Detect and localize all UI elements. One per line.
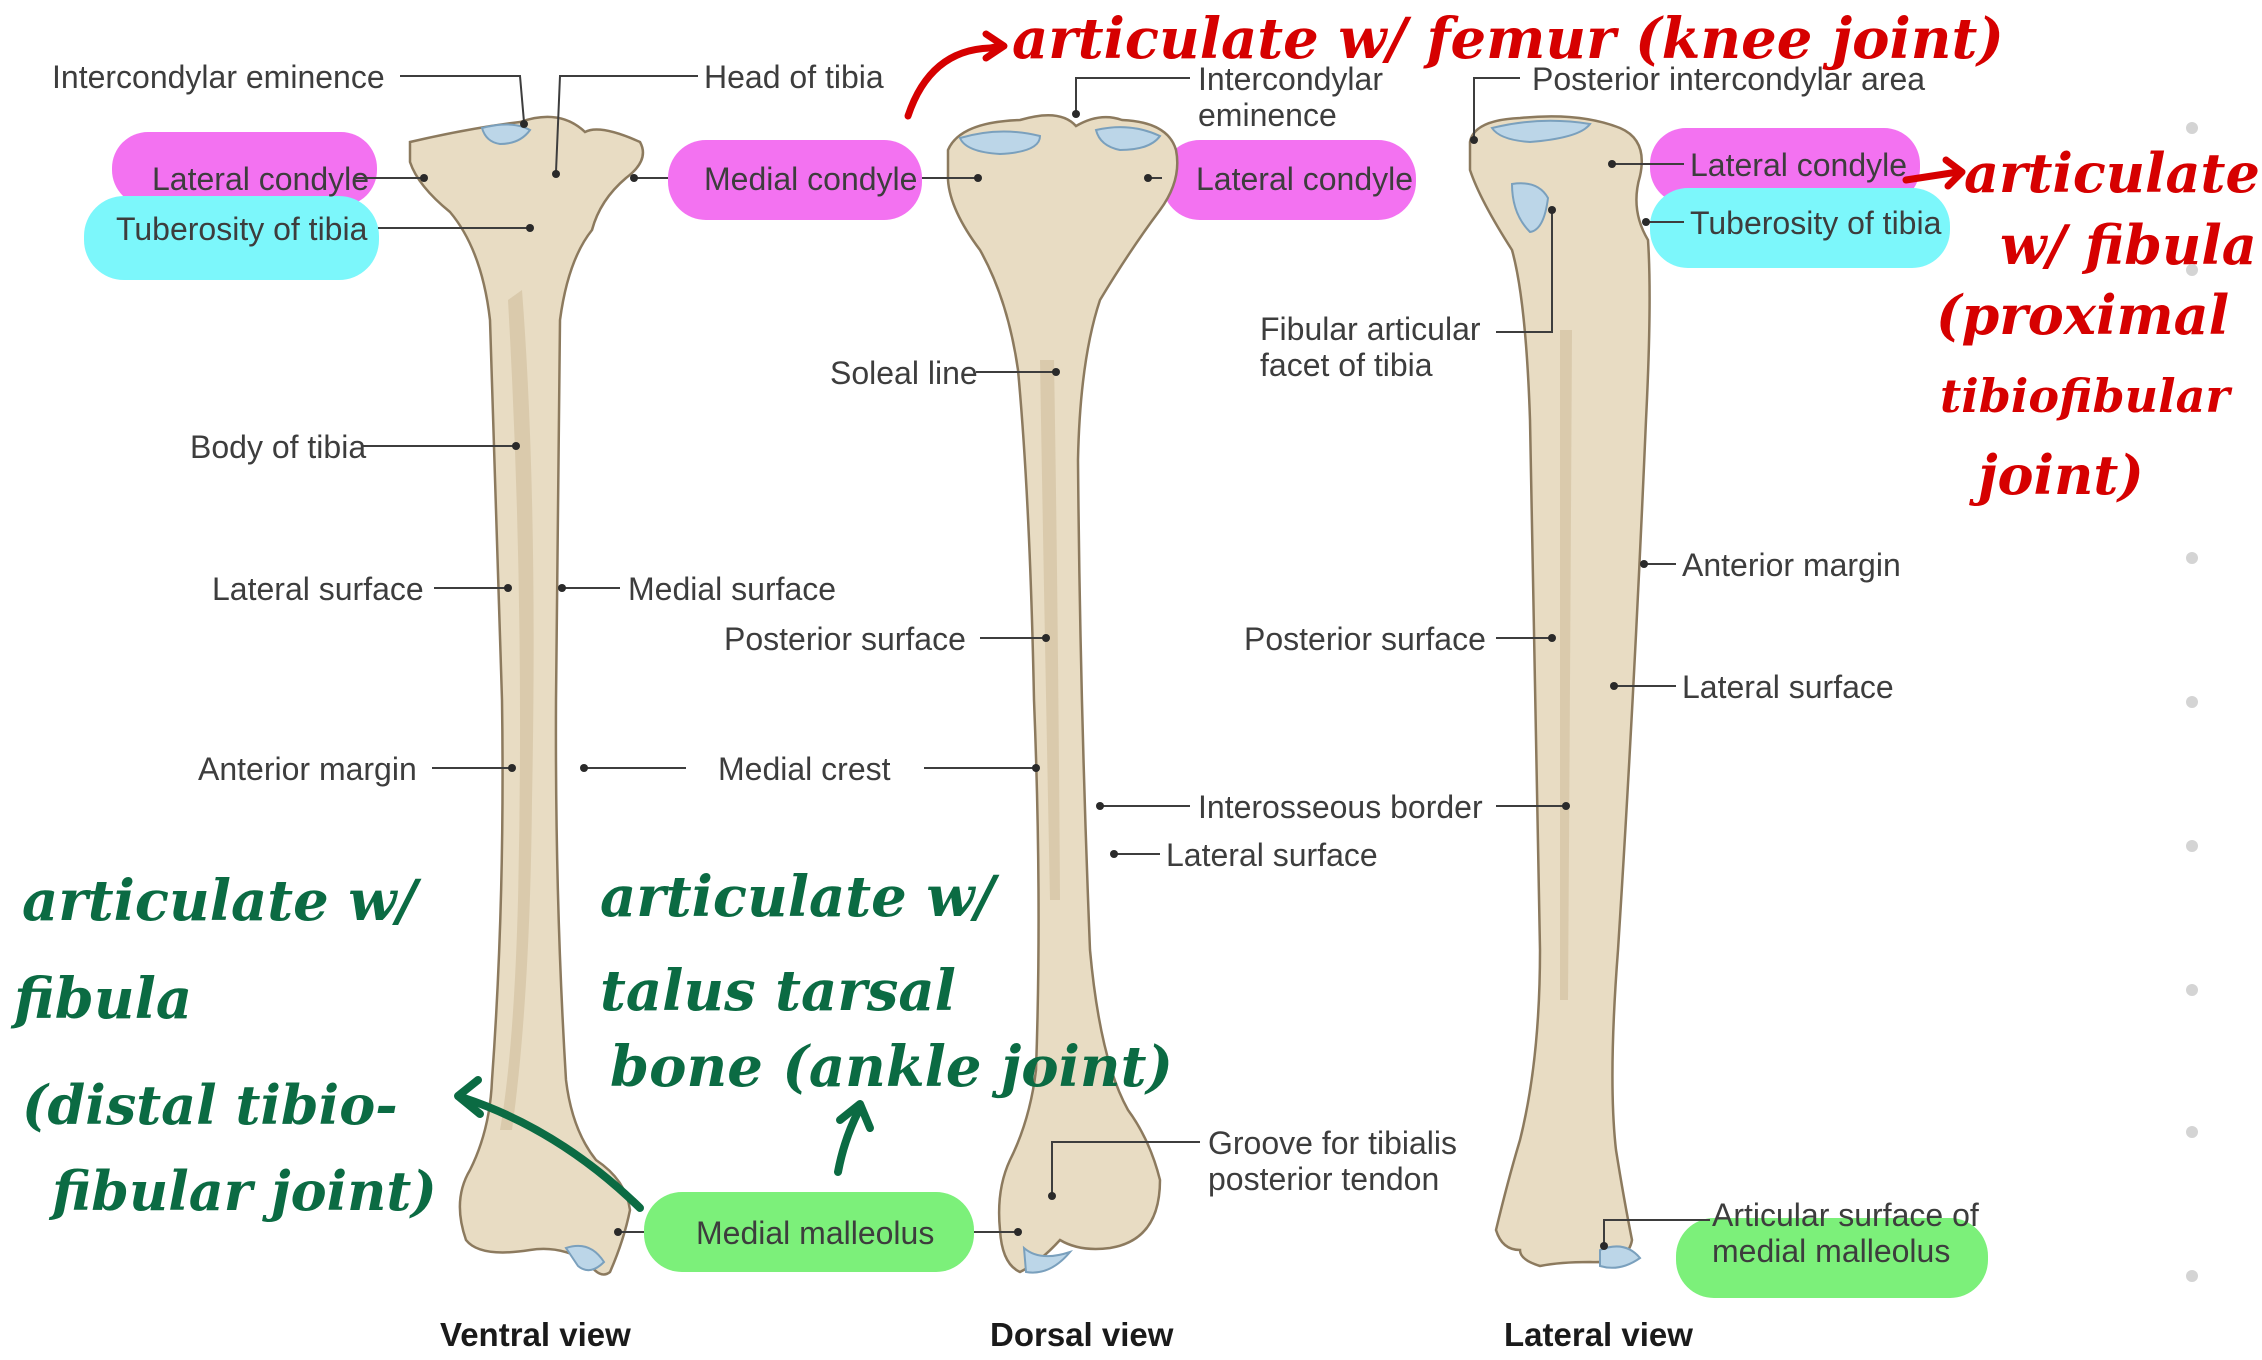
label-d-posterior-surface: Posterior surface bbox=[724, 621, 966, 657]
highlight-l-articular bbox=[1676, 1218, 1988, 1298]
highlight-d-lateral-condyle bbox=[1162, 140, 1416, 220]
label-l-lateral-condyle: Lateral condyle bbox=[1690, 147, 1907, 183]
green-annotations: articulate w/ fibula (distal tibio- fibu… bbox=[10, 864, 1173, 1223]
label-v-medial-malleolus: Medial malleolus bbox=[696, 1215, 934, 1251]
dorsal-labels: Intercondylar eminence Lateral condyle S… bbox=[724, 61, 1483, 1197]
red-note-right-1: articulate bbox=[1964, 141, 2260, 205]
label-l-posterior-intercondylar: Posterior intercondylar area bbox=[1532, 61, 1925, 97]
scroll-dot[interactable] bbox=[2186, 1126, 2198, 1138]
label-d-interosseous: Interosseous border bbox=[1198, 789, 1483, 825]
green-note-left-1: articulate w/ bbox=[22, 868, 422, 934]
scroll-dot[interactable] bbox=[2186, 840, 2198, 852]
label-v-intercondylar-eminence: Intercondylar eminence bbox=[52, 59, 385, 95]
scroll-dot[interactable] bbox=[2186, 552, 2198, 564]
highlight-v-tuberosity bbox=[84, 196, 379, 280]
green-note-left-4: fibular joint) bbox=[48, 1159, 437, 1223]
label-l-anterior-margin: Anterior margin bbox=[1682, 547, 1901, 583]
label-l-tuberosity: Tuberosity of tibia bbox=[1690, 205, 1942, 241]
green-note-left-2: fibula bbox=[10, 966, 192, 1032]
ventral-labels: Intercondylar eminence Lateral condyle T… bbox=[52, 59, 934, 1251]
label-v-anterior-margin: Anterior margin bbox=[198, 751, 417, 787]
green-note-left-3: (distal tibio- bbox=[22, 1073, 398, 1137]
red-note-right-2: w/ fibula bbox=[2000, 213, 2257, 277]
leader-lines bbox=[356, 75, 1710, 1250]
label-d-lateral-condyle: Lateral condyle bbox=[1196, 161, 1413, 197]
label-v-medial-crest: Medial crest bbox=[718, 751, 891, 787]
scroll-dot[interactable] bbox=[2186, 984, 2198, 996]
red-annotations: articulate w/ femur (knee joint) articul… bbox=[904, 6, 2260, 507]
red-arrow-top bbox=[904, 42, 1004, 120]
highlight-v-lateral-condyle bbox=[112, 132, 377, 206]
green-note-mid-1: articulate w/ bbox=[600, 864, 1000, 930]
label-v-lateral-surface: Lateral surface bbox=[212, 571, 424, 607]
label-l-fibular-facet-2: facet of tibia bbox=[1260, 347, 1433, 383]
green-note-mid-3: bone (ankle joint) bbox=[610, 1034, 1173, 1100]
label-v-medial-condyle: Medial condyle bbox=[704, 161, 917, 197]
view-titles: Ventral view Dorsal view Lateral view bbox=[440, 1316, 1693, 1353]
title-ventral-view: Ventral view bbox=[440, 1316, 631, 1353]
title-dorsal-view: Dorsal view bbox=[990, 1316, 1174, 1353]
label-l-posterior-surface: Posterior surface bbox=[1244, 621, 1486, 657]
label-v-lateral-condyle: Lateral condyle bbox=[152, 161, 369, 197]
green-arrow-mid bbox=[834, 1108, 862, 1176]
label-d-groove-2: posterior tendon bbox=[1208, 1161, 1439, 1197]
label-l-articular-1: Articular surface of bbox=[1712, 1197, 1979, 1233]
highlight-v-medial-condyle bbox=[668, 140, 922, 220]
label-d-lateral-surface: Lateral surface bbox=[1166, 837, 1378, 873]
dorsal-tibia-bone bbox=[946, 113, 1179, 1274]
label-v-tuberosity: Tuberosity of tibia bbox=[116, 211, 368, 247]
label-d-intercondylar-1: Intercondylar bbox=[1198, 61, 1383, 97]
green-note-mid-2: talus tarsal bbox=[600, 958, 956, 1024]
lateral-labels: Posterior intercondylar area Lateral con… bbox=[1244, 61, 1979, 1269]
label-l-fibular-facet-1: Fibular articular bbox=[1260, 311, 1481, 347]
scroll-dot[interactable] bbox=[2186, 122, 2198, 134]
red-note-right-5: joint) bbox=[1969, 443, 2144, 507]
label-l-articular-2: medial malleolus bbox=[1712, 1233, 1950, 1269]
page-scroll-dots[interactable] bbox=[2186, 122, 2198, 1282]
title-lateral-view: Lateral view bbox=[1504, 1316, 1693, 1353]
label-v-body: Body of tibia bbox=[190, 429, 366, 465]
label-v-medial-surface: Medial surface bbox=[628, 571, 836, 607]
label-v-head: Head of tibia bbox=[704, 59, 884, 95]
red-note-right-3: (proximal bbox=[1936, 283, 2229, 347]
green-arrow-left bbox=[460, 1094, 644, 1212]
red-note-right-4: tibiofibular bbox=[1940, 369, 2233, 423]
label-d-intercondylar-2: eminence bbox=[1198, 97, 1337, 133]
ventral-tibia-bone bbox=[408, 115, 645, 1276]
highlight-v-medial-malleolus bbox=[644, 1192, 974, 1272]
lateral-tibia-bone bbox=[1468, 115, 1651, 1269]
scroll-dot[interactable] bbox=[2186, 1270, 2198, 1282]
highlight-l-lateral-condyle bbox=[1650, 128, 1920, 204]
highlight-l-tuberosity bbox=[1650, 188, 1950, 268]
label-d-soleal-line: Soleal line bbox=[830, 355, 978, 391]
scroll-dot[interactable] bbox=[2186, 264, 2198, 276]
scroll-dot[interactable] bbox=[2186, 696, 2198, 708]
label-l-lateral-surface: Lateral surface bbox=[1682, 669, 1894, 705]
red-arrow-right bbox=[1902, 168, 1962, 184]
label-d-groove-1: Groove for tibialis bbox=[1208, 1125, 1457, 1161]
red-note-knee: articulate w/ femur (knee joint) bbox=[1012, 6, 2004, 72]
